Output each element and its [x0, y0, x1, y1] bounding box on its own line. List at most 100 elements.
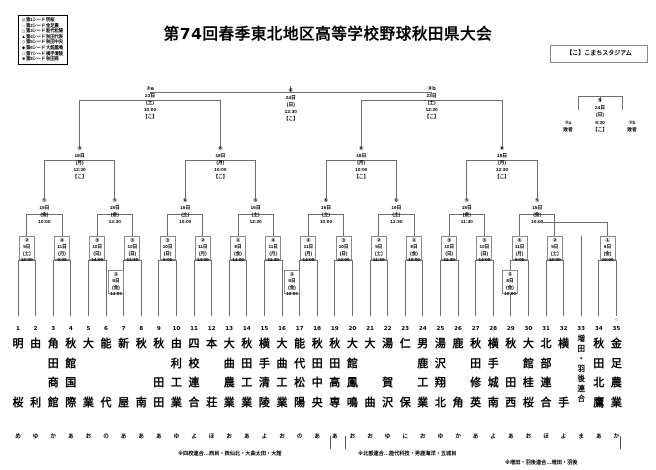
team-name[interactable]: 由利工業	[169, 334, 183, 412]
bracket-connector-horizontal	[194, 260, 212, 261]
team-name[interactable]: 増田・羽後連合	[574, 334, 588, 404]
team-name[interactable]: 能 代	[99, 334, 113, 412]
team-name[interactable]: 大 曲	[363, 334, 377, 412]
team-name[interactable]: 秋田北鷹	[592, 334, 606, 412]
bracket-connector-horizontal	[185, 160, 256, 161]
match-time: 9:00	[57, 256, 67, 262]
team-name[interactable]: 大 業	[81, 334, 95, 412]
team-name-char: 利	[30, 395, 42, 409]
match-venue: 【こ】	[353, 175, 369, 180]
team-name[interactable]: 四校連合	[187, 334, 201, 412]
bracket-connector-horizontal	[123, 260, 142, 261]
match-date: 11日	[57, 244, 67, 250]
team-name[interactable]: 横手清陵	[257, 334, 271, 412]
match-day: (月)	[216, 161, 225, 166]
team-name[interactable]: 北部連合	[539, 334, 553, 412]
team-name[interactable]: 秋田高専	[328, 334, 342, 412]
team-name[interactable]: 秋 田田	[152, 334, 166, 412]
team-name[interactable]: 大館鳳鳴	[345, 334, 359, 412]
team-name[interactable]: 秋田中央	[310, 334, 324, 412]
bracket-connector-horizontal	[510, 260, 529, 261]
team-kana: お	[525, 434, 532, 440]
match-number: ⑧	[358, 146, 364, 152]
team-name[interactable]: 大曲農業	[222, 334, 236, 412]
team-number: 30	[524, 326, 533, 332]
team-name[interactable]: 秋 南	[134, 334, 148, 412]
team-kana: あ	[67, 434, 74, 440]
team-name-char	[81, 373, 95, 393]
team-name[interactable]: 鹿 角	[451, 334, 465, 412]
bracket-connector-horizontal	[167, 214, 203, 215]
team-name[interactable]: 由 利	[29, 334, 43, 412]
match-number: ⑤	[534, 198, 540, 204]
team-name[interactable]: 能代松陽	[293, 334, 307, 412]
bracket-connector-vertical	[448, 214, 450, 236]
team-name[interactable]: 秋田修英	[469, 334, 483, 412]
match-time: 12:30	[108, 220, 121, 225]
team-name[interactable]: 男鹿工業	[416, 334, 430, 412]
team-name[interactable]: 金足農業	[609, 334, 623, 412]
team-name[interactable]: 秋 田西	[504, 334, 518, 412]
match-day: (金)	[288, 284, 296, 290]
team-name[interactable]: 新 屋	[117, 334, 131, 412]
team-name[interactable]: 仁 保	[398, 334, 412, 412]
team-name[interactable]: 湯沢翔北	[433, 334, 447, 412]
team-name-char: 曲	[364, 395, 376, 409]
team-name[interactable]: 横 手	[557, 334, 571, 412]
team-name-char: 秋	[135, 337, 147, 350]
team-name[interactable]: 秋田工業	[240, 334, 254, 412]
legend-team: 横手清陵	[46, 50, 63, 56]
match-date: 18日	[215, 154, 226, 159]
team-name-char: 清	[258, 376, 270, 389]
seed-mark-icon: ◇	[21, 39, 26, 45]
team-name[interactable]: 本 荘	[205, 334, 219, 412]
team-name[interactable]: 横手城南	[486, 334, 500, 412]
team-name[interactable]: 角田商館	[46, 334, 60, 412]
team-name[interactable]: 湯 賀沢	[381, 334, 395, 412]
team-number: 20	[348, 326, 357, 332]
team-name[interactable]: 秋館国際	[64, 334, 78, 412]
match-day: (月)	[269, 250, 278, 256]
footnote-divider	[345, 436, 346, 449]
team-name[interactable]: 大館桂桜	[521, 334, 535, 412]
team-name[interactable]: 大曲工業	[275, 334, 289, 412]
match-day: (金)	[110, 213, 119, 218]
team-name[interactable]: 明 桜	[11, 334, 25, 412]
match-number: ④	[288, 88, 294, 94]
